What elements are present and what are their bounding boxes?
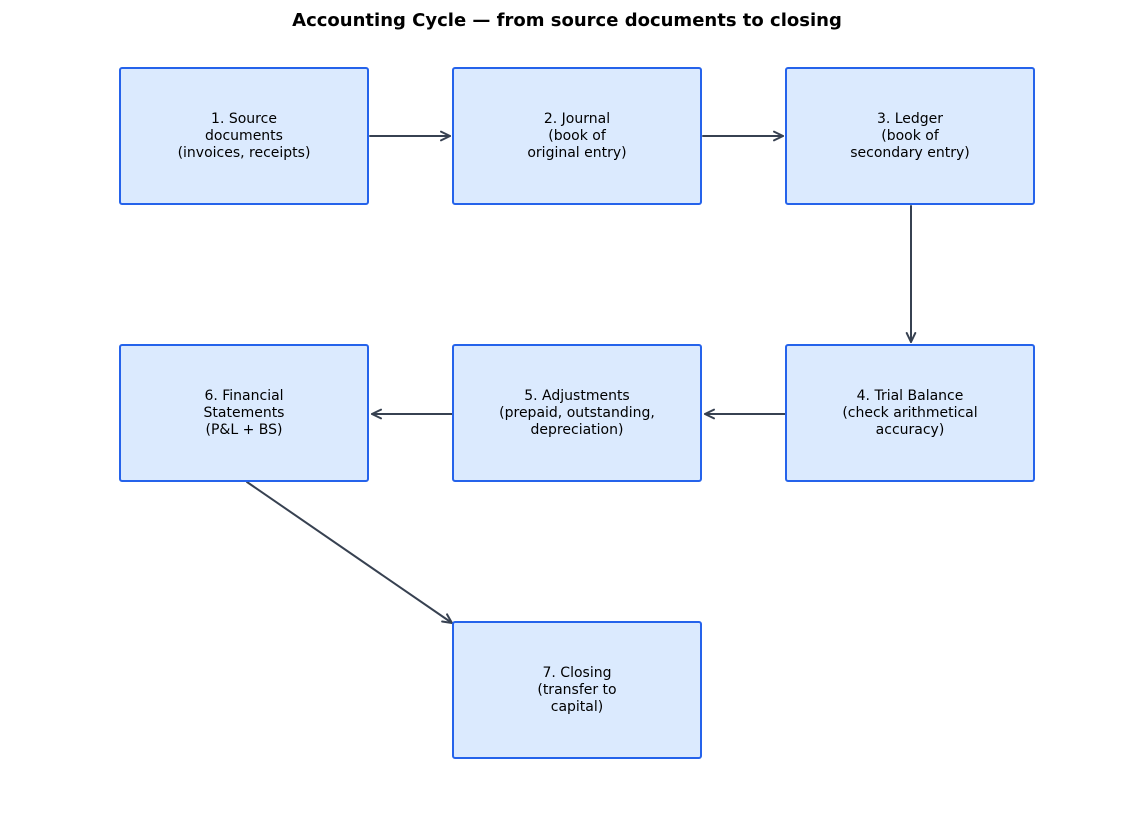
node-label-line: accuracy)	[875, 421, 945, 438]
arrowhead	[371, 408, 383, 420]
node-label-line: documents	[205, 127, 283, 144]
arrow-financial-statements-to-closing	[246, 481, 453, 624]
node-label-line: depreciation)	[530, 421, 624, 438]
node-label-line: (book of	[548, 127, 606, 144]
node-label-line: 5. Adjustments	[524, 387, 630, 404]
arrowhead	[905, 331, 917, 343]
node-label-line: original entry)	[527, 144, 627, 161]
node-label-line: capital)	[550, 698, 604, 715]
node-label-line: (transfer to	[537, 681, 617, 698]
node-label-line: 1. Source	[211, 110, 277, 127]
node-label-line: 6. Financial	[204, 387, 284, 404]
node-financial-statements: 6. Financial Statements (P&L + BS)	[119, 344, 369, 482]
node-adjustments: 5. Adjustments (prepaid, outstanding, de…	[452, 344, 702, 482]
node-ledger: 3. Ledger (book of secondary entry)	[785, 67, 1035, 205]
node-label-line: 3. Ledger	[876, 110, 944, 127]
node-label-line: (book of	[881, 127, 939, 144]
node-label-line: secondary entry)	[850, 144, 970, 161]
diagram-title: Accounting Cycle — from source documents…	[292, 10, 842, 31]
node-label-line: (check arithmetical	[842, 404, 978, 421]
node-label-line: 4. Trial Balance	[856, 387, 964, 404]
node-closing: 7. Closing (transfer to capital)	[452, 621, 702, 759]
arrowhead	[772, 130, 784, 142]
node-journal: 2. Journal (book of original entry)	[452, 67, 702, 205]
node-label-line: (invoices, receipts)	[177, 144, 311, 161]
node-label-line: (prepaid, outstanding,	[499, 404, 655, 421]
node-label-line: (P&L + BS)	[205, 421, 283, 438]
node-source-documents: 1. Source documents (invoices, receipts)	[119, 67, 369, 205]
node-trial-balance: 4. Trial Balance (check arithmetical acc…	[785, 344, 1035, 482]
node-label-line: 7. Closing	[542, 664, 612, 681]
node-label-line: 2. Journal	[543, 110, 611, 127]
arrowhead	[704, 408, 716, 420]
node-label-line: Statements	[203, 404, 285, 421]
arrowhead	[439, 130, 451, 142]
